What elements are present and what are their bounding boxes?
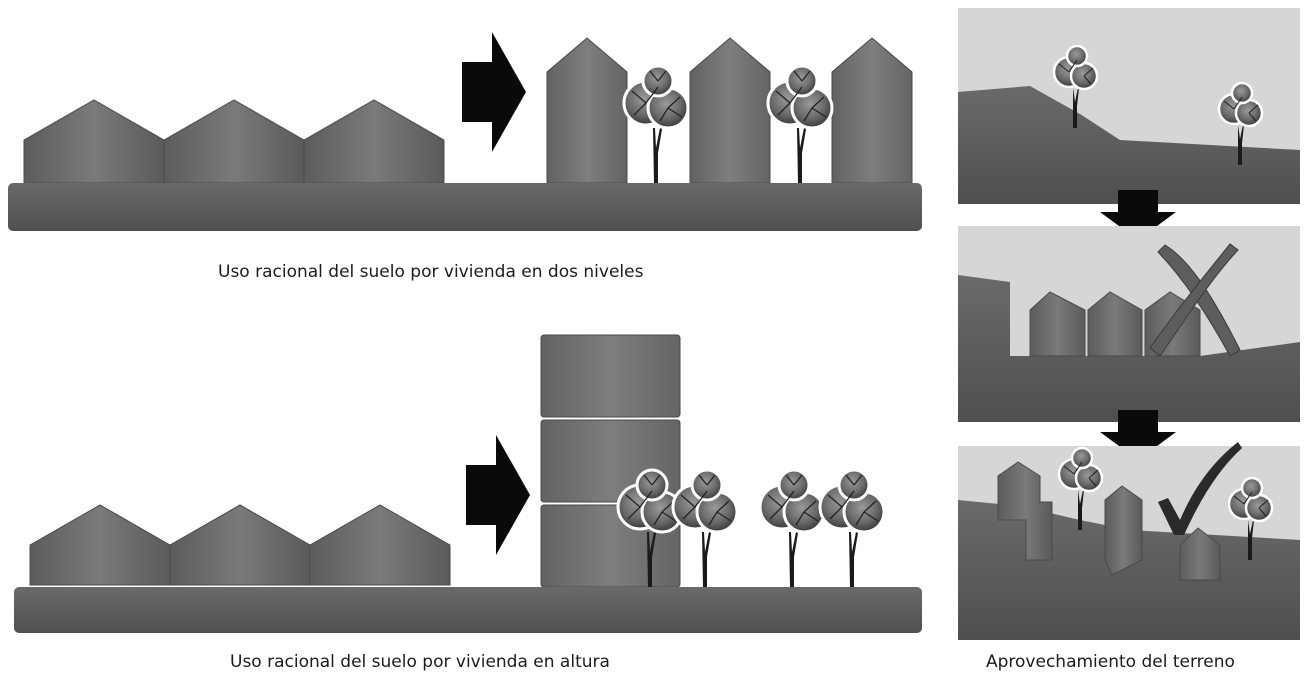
house: [163, 99, 305, 184]
right-arrow-icon: [466, 435, 530, 555]
caption-right: Aprovechamiento del terreno: [986, 652, 1235, 672]
tall-house: [831, 37, 913, 184]
stepped-house: [997, 461, 1053, 561]
ground-slab: [8, 183, 922, 231]
tower-floor: [540, 334, 681, 418]
tree-icon: [766, 64, 834, 185]
top-panel: [8, 32, 922, 231]
tree-icon: [671, 468, 739, 589]
terrain-panel-1: [958, 8, 1300, 204]
tree-icon: [758, 468, 826, 589]
house: [169, 504, 311, 586]
tree-icon: [818, 468, 886, 589]
bottom-houses-before: [29, 504, 451, 586]
house: [23, 99, 165, 184]
x-mark-icon: [1149, 243, 1241, 357]
house: [303, 99, 445, 184]
caption-bottom: Uso racional del suelo por vivienda en a…: [230, 652, 610, 672]
tall-house: [689, 37, 771, 184]
right-arrow-icon: [462, 32, 526, 152]
terrain-panel-2: [958, 226, 1300, 422]
terrain-panel-3: [958, 442, 1300, 640]
house: [309, 504, 451, 586]
stepped-house: [1179, 527, 1221, 581]
down-arrow-icon: [1100, 410, 1176, 460]
bottom-panel: [14, 334, 922, 633]
caption-top: Uso racional del suelo por vivienda en d…: [218, 262, 644, 282]
top-houses-before: [23, 99, 445, 184]
apartment-tower: [540, 334, 681, 588]
house: [29, 504, 171, 586]
tree-icon: [622, 64, 690, 185]
stepped-house: [1104, 485, 1143, 576]
tall-house: [546, 37, 628, 184]
ground-slab: [14, 587, 922, 633]
down-arrow-icon: [1100, 190, 1176, 240]
top-two-level-houses: [546, 37, 913, 184]
check-mark-icon: [1158, 442, 1242, 535]
